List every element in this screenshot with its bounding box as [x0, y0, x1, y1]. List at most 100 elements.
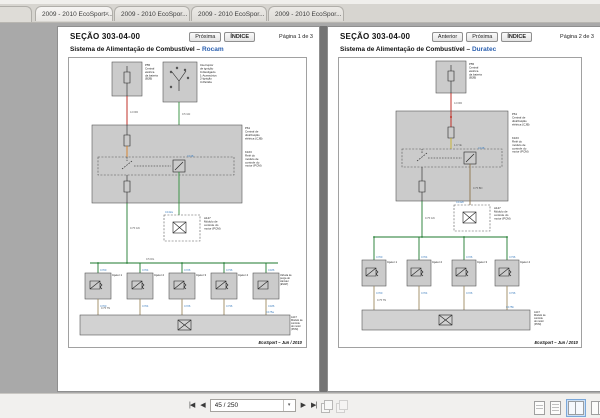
- injector-bus: 0.5 DG: [90, 257, 278, 273]
- tab-label: 2009 - 2010 EcoSpor...: [198, 11, 265, 18]
- page-subtitle: Sistema de Alimentação de Combustível – …: [340, 46, 497, 53]
- load-label: Injetor 4: [238, 273, 249, 277]
- wire-label: 0.5 DG: [146, 257, 154, 261]
- svg-text:C704: C704: [421, 291, 428, 295]
- index-button[interactable]: ÍNDICE: [224, 32, 255, 42]
- index-button[interactable]: ÍNDICE: [501, 32, 532, 42]
- next-button[interactable]: Próxima: [189, 32, 222, 42]
- two-page-continuous-view-icon[interactable]: [591, 401, 600, 415]
- injector-return-wires: [373, 286, 508, 310]
- load-label: Injetor 1: [387, 260, 398, 264]
- connector-code: C175a: [266, 310, 274, 314]
- svg-text:C726: C726: [184, 304, 191, 308]
- wire-label: 4.0 RD: [454, 101, 462, 105]
- tab-ecosport-4[interactable]: 2009 - 2010 EcoSpor...: [268, 6, 344, 21]
- svg-text:C726: C726: [466, 291, 473, 295]
- page-subtitle: Sistema de Alimentação de Combustível – …: [70, 46, 224, 53]
- tab-ecosport-3[interactable]: 2009 - 2010 EcoSpor...: [191, 6, 267, 21]
- svg-text:C704: C704: [142, 268, 149, 272]
- svg-text:C726: C726: [184, 268, 191, 272]
- connector-code: C138: [478, 146, 485, 150]
- connector-code: C138: [187, 154, 194, 158]
- tab-bar: 2009 - 2010 EcoSport-... × 2009 - 2010 E…: [0, 4, 600, 23]
- svg-text:C186: C186: [268, 268, 275, 272]
- snapshot-disabled-icon: [336, 399, 349, 413]
- variant-link[interactable]: Rocam: [201, 46, 224, 53]
- injector-2: C704 Injetor 2 C704: [126, 268, 165, 308]
- continuous-view-icon[interactable]: [550, 401, 561, 415]
- tab-ecosport-1[interactable]: 2009 - 2010 EcoSport-... ×: [35, 6, 113, 21]
- connector-code: C132b: [456, 200, 464, 204]
- svg-text:C736: C736: [226, 304, 233, 308]
- prev-button[interactable]: Anterior: [431, 32, 464, 42]
- variant-link[interactable]: Duratec: [471, 46, 497, 53]
- svg-text:C726: C726: [466, 255, 473, 259]
- next-button[interactable]: Próxima: [466, 32, 499, 42]
- prev-page-button[interactable]: ◀: [200, 402, 205, 409]
- load-label: Injetor 4: [520, 260, 531, 264]
- diagram-footer: EcoSport – Jun / 2010: [534, 340, 578, 345]
- injector-bus: [373, 236, 508, 260]
- page-number-input[interactable]: [210, 400, 287, 411]
- wire-label: 0.75 GN: [130, 226, 140, 230]
- svg-text:C700: C700: [376, 291, 383, 295]
- connector-code: C132a: [165, 210, 173, 214]
- load-label: Injetor 2: [432, 260, 443, 264]
- page-number-field: ▾: [209, 399, 296, 412]
- page-title: SEÇÃO 303-04-00: [340, 32, 411, 41]
- wire-label: 4.0 RD: [130, 110, 138, 114]
- svg-text:C700: C700: [100, 304, 107, 308]
- snapshot-icon[interactable]: [321, 399, 334, 413]
- two-page-view-selected[interactable]: [566, 399, 586, 417]
- injector-2: C704 Injetor 2 C704: [406, 255, 443, 295]
- document-page-2: SEÇÃO 303-04-00 Anterior Próxima ÍNDICE …: [327, 26, 600, 392]
- injector-4: C736 Injetor 4 C736: [494, 255, 531, 295]
- injector-4: C736 Injetor 4 C736: [210, 268, 249, 308]
- injector-1: C700 Injetor 1 C700: [84, 268, 123, 308]
- svg-text:C700: C700: [376, 255, 383, 259]
- first-page-button[interactable]: |◀: [189, 402, 195, 409]
- single-page-view-icon[interactable]: [534, 401, 545, 415]
- svg-text:C736: C736: [509, 255, 516, 259]
- svg-text:C186: C186: [268, 304, 275, 308]
- page-indicator: Página 2 de 3: [560, 34, 594, 40]
- wire-label: 1.0 YE: [454, 143, 462, 147]
- tab-label: 2009 - 2010 EcoSpor...: [275, 11, 342, 18]
- wire-label: 0.75 TN: [377, 298, 386, 302]
- connector-code: C175b: [506, 305, 514, 309]
- last-page-button[interactable]: ▶|: [310, 402, 317, 409]
- page-separator: [320, 26, 327, 392]
- two-page-view-icon: [568, 401, 584, 415]
- tab-partial[interactable]: [0, 6, 32, 22]
- tab-label: 2009 - 2010 EcoSpor...: [121, 11, 188, 18]
- tab-ecosport-2[interactable]: 2009 - 2010 EcoSpor...: [114, 6, 190, 21]
- tab-close-icon[interactable]: ×: [104, 11, 109, 18]
- document-page-1: SEÇÃO 303-04-00 Próxima ÍNDICE Página 1 …: [57, 26, 320, 392]
- next-page-button[interactable]: ▶: [300, 402, 306, 409]
- page-dropdown-caret-icon[interactable]: ▾: [282, 400, 295, 411]
- wire-label: 0.75 BN: [473, 186, 482, 190]
- injector-3: C726 Injetor 3 C726: [451, 255, 488, 295]
- load-label: Injetor 3: [196, 273, 207, 277]
- bottom-toolbar: |◀ ◀ ▾ ▶ ▶|: [0, 393, 600, 418]
